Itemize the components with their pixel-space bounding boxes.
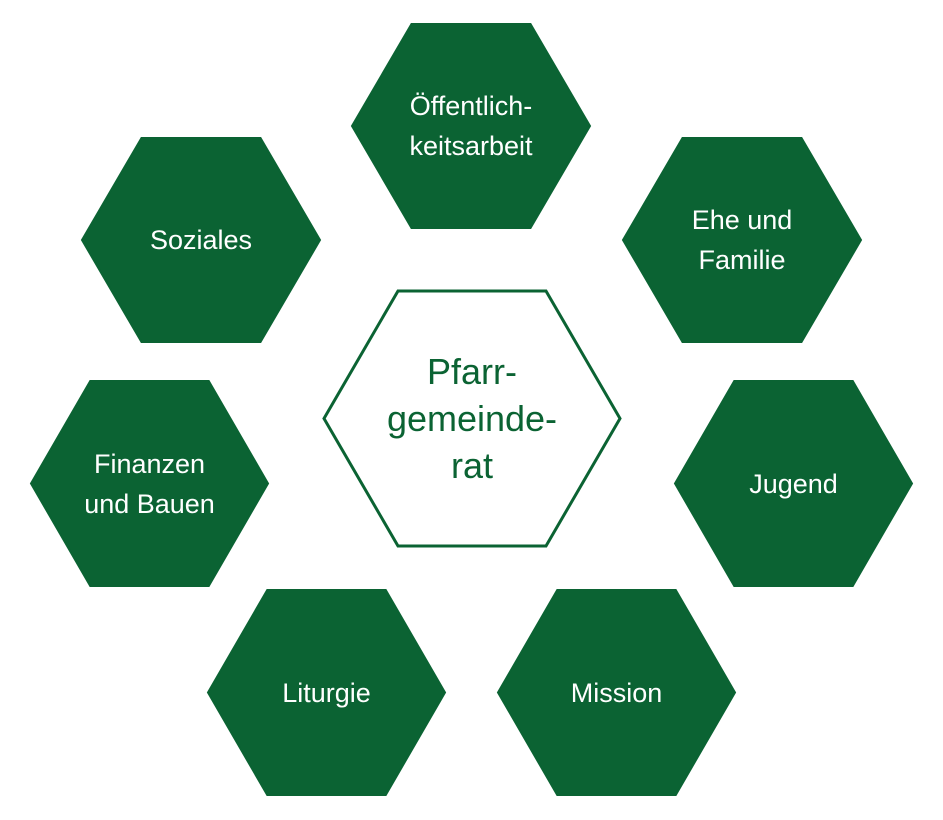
finanzen-und-bauen-label: Finanzen und Bauen (31, 381, 268, 586)
soziales-hexagon (80, 137, 322, 343)
label-line: Pfarr- (427, 351, 517, 392)
mission-label: Mission (498, 590, 735, 795)
label-line: keitsarbeit (409, 131, 533, 161)
soziales-label: Soziales (82, 138, 320, 342)
label-line: Familie (698, 245, 786, 275)
oeffentlichkeitsarbeit-hexagon (350, 23, 592, 229)
label-line: Jugend (749, 468, 838, 499)
label-line: Mission (570, 677, 663, 708)
liturgie-hexagon (206, 589, 447, 796)
mission-hexagon (496, 589, 737, 796)
ehe-und-familie-hexagon (621, 137, 863, 343)
label-line: Öffentlich- (409, 91, 533, 121)
label-line: Soziales (149, 225, 253, 255)
pfarrgemeinderat-label: Pfarr-gemeinde-rat (324, 291, 620, 546)
label-line: rat (450, 445, 493, 486)
label-line: und Bauen (84, 488, 215, 519)
finanzen-und-bauen-hexagon (29, 380, 270, 587)
label-line: gemeinde- (386, 398, 558, 439)
jugend-hexagon (673, 380, 914, 587)
liturgie-label: Liturgie (208, 590, 445, 795)
pfarrgemeinderat-hexagon (322, 289, 622, 548)
label-line: Finanzen (93, 448, 206, 479)
label-line: Ehe und (691, 205, 793, 235)
jugend-label: Jugend (675, 381, 912, 586)
label-line: Liturgie (282, 677, 371, 708)
oeffentlichkeitsarbeit-label: Öffentlich-keitsarbeit (352, 24, 590, 228)
